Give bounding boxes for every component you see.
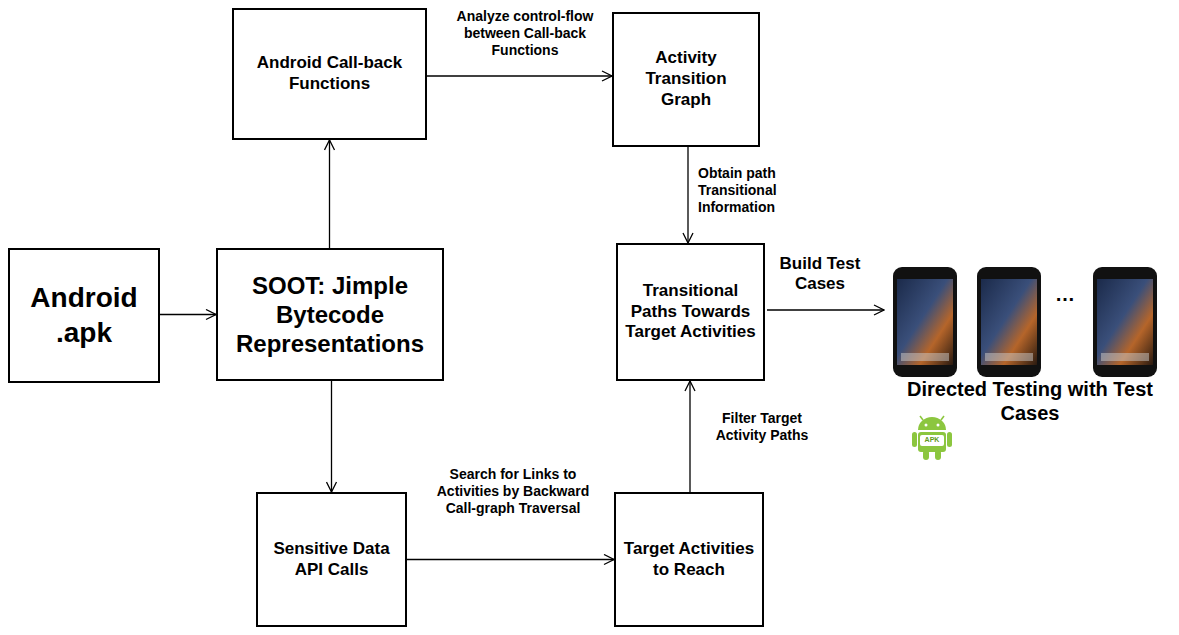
build-arrow [767, 309, 884, 310]
phone-icon [1093, 267, 1157, 377]
process-box: Sensitive Data API Calls [256, 492, 407, 627]
process-box: SOOT: Jimple Bytecode Representations [216, 248, 444, 381]
flow-arrow [160, 314, 216, 315]
flow-arrow [407, 559, 614, 560]
box-text: Target Activities to Reach [622, 539, 756, 580]
process-box: Transitional Paths Towards Target Activi… [616, 243, 765, 381]
phone-icon [893, 267, 957, 377]
flow-arrow [687, 147, 688, 243]
process-box: Activity Transition Graph [612, 12, 760, 147]
phone-icon [977, 267, 1041, 377]
box-text: Sensitive Data API Calls [264, 539, 399, 580]
flow-arrow [331, 381, 332, 492]
flow-arrow [427, 75, 612, 76]
flow-arrow [329, 140, 330, 248]
flow-arrow [689, 381, 690, 492]
box-text: Transitional Paths Towards Target Activi… [624, 281, 757, 343]
icon-text: APK [920, 436, 944, 444]
edge-label: Filter Target Activity Paths [706, 410, 818, 444]
box-text: SOOT: Jimple Bytecode Representations [224, 271, 436, 359]
process-box: Target Activities to Reach [614, 492, 764, 627]
edge-label: Obtain path Transitional Information [698, 165, 802, 215]
arrow-label: Build Test Cases [765, 254, 875, 295]
process-box: Android Call-back Functions [232, 8, 427, 140]
box-text: Activity Transition Graph [620, 48, 752, 110]
box-text: Android Call-back Functions [240, 53, 419, 94]
box-text: Android .apk [16, 281, 152, 349]
android-robot [912, 416, 952, 460]
process-box: Android .apk [8, 248, 160, 383]
edge-label: Analyze control-flow between Call-back F… [445, 8, 605, 58]
caption-text: Directed Testing with Test Cases [891, 377, 1169, 425]
edge-label: Search for Links to Activities by Backwa… [432, 466, 594, 516]
ellipsis: … [1050, 282, 1080, 306]
